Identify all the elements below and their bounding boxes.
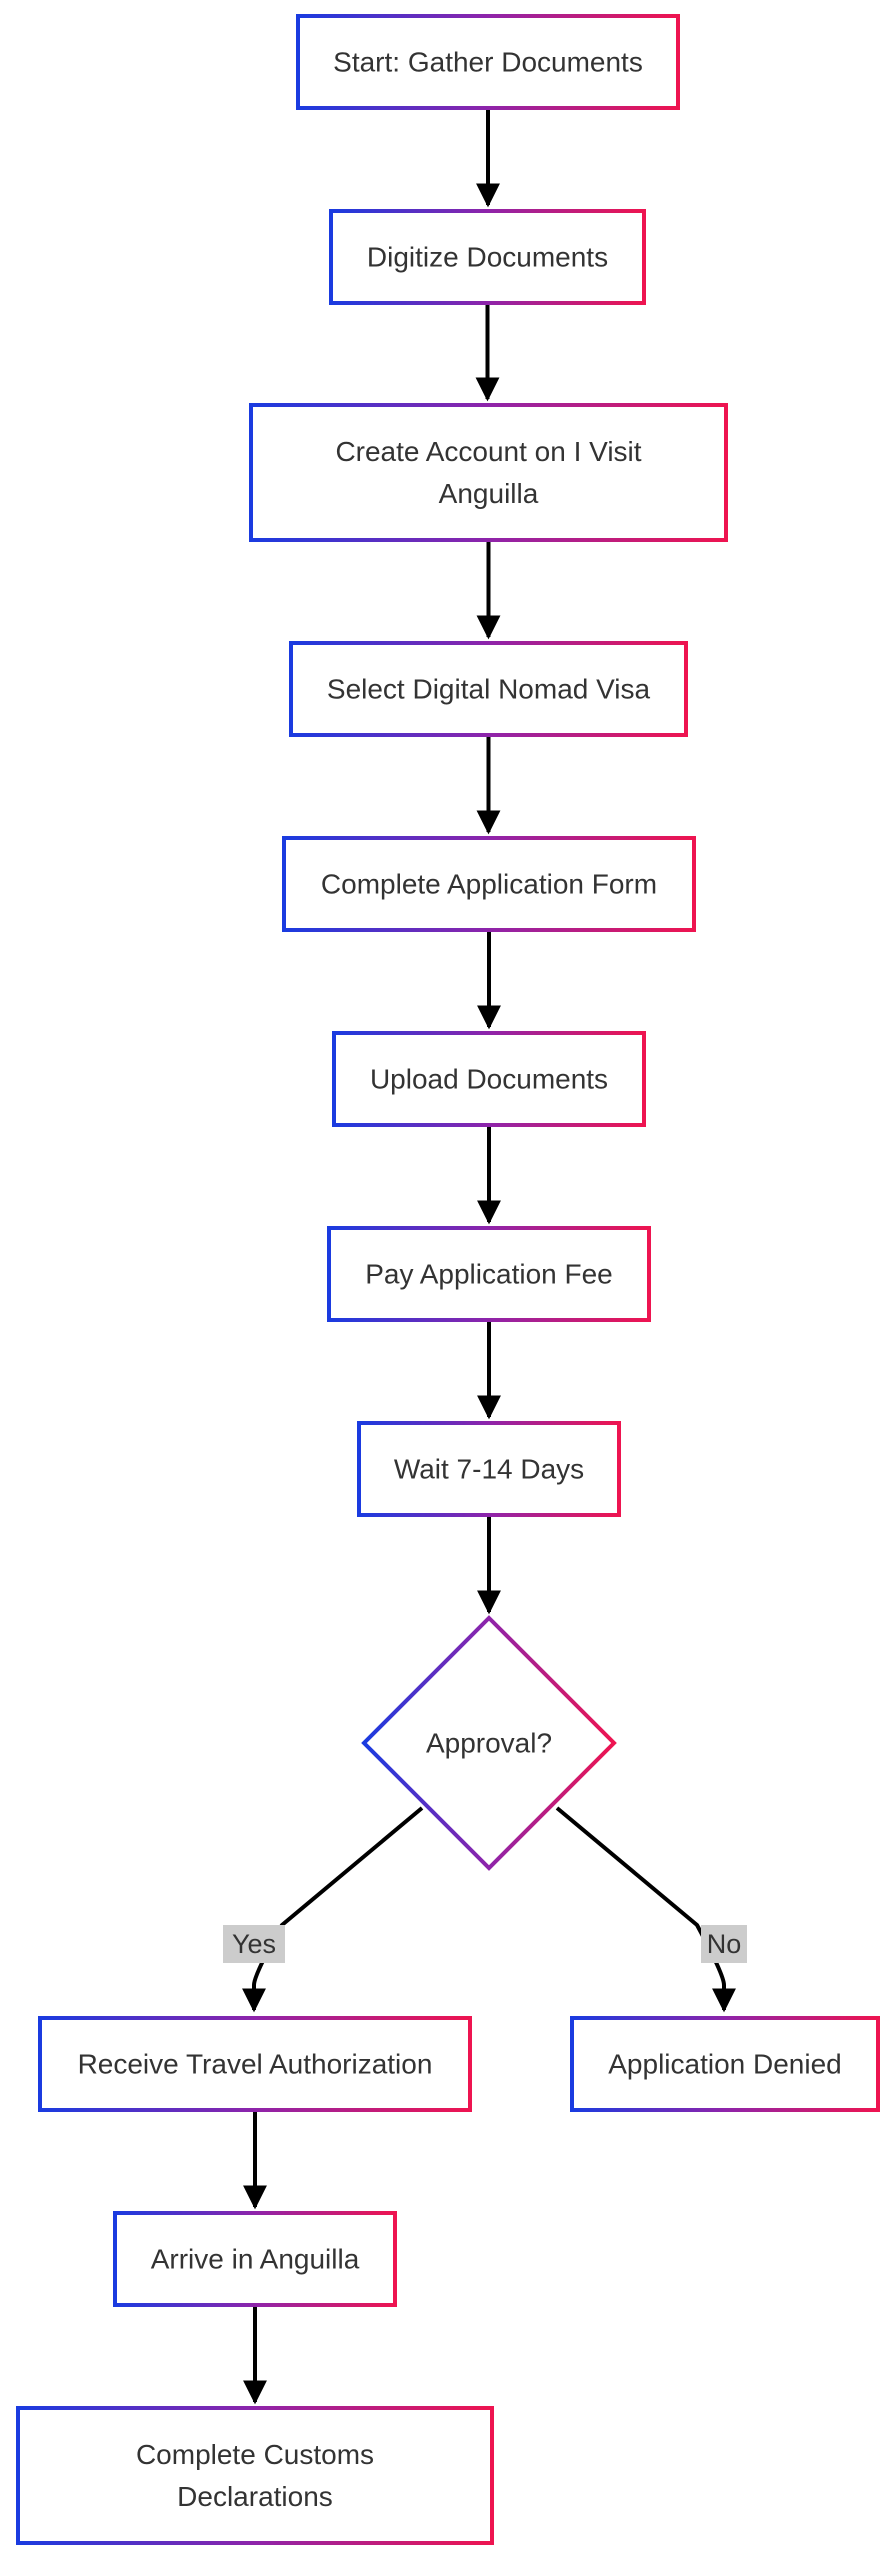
edge-approval-to-receive — [242, 1806, 424, 2013]
node-denied-box — [570, 2016, 880, 2112]
edge-label-text-yes: Yes — [232, 1929, 276, 1959]
node-account-box — [249, 403, 728, 542]
node-denied: Application Denied — [570, 2016, 880, 2112]
edge-approval-to-denied — [555, 1806, 736, 2013]
node-approval-diamond — [361, 1615, 617, 1871]
node-receive-label-line-1: Receive Travel Authorization — [78, 2049, 433, 2080]
node-visa-label-line-1: Select Digital Nomad Visa — [327, 674, 651, 705]
node-denied-label-line-1: Application Denied — [608, 2049, 842, 2080]
node-account-label-line-1: Create Account on I Visit — [335, 436, 641, 467]
edge-label-text-no: No — [707, 1929, 742, 1959]
node-upload-box — [332, 1031, 646, 1127]
node-digitize-label-line-1: Digitize Documents — [367, 242, 608, 273]
node-upload-label-line-1: Upload Documents — [370, 1064, 608, 1095]
node-account-label-line-2: Anguilla — [439, 478, 539, 509]
node-start: Start: Gather Documents — [296, 14, 680, 110]
node-form-label-line-1: Complete Application Form — [321, 869, 657, 900]
node-receive: Receive Travel Authorization — [38, 2016, 472, 2112]
node-form: Complete Application Form — [282, 836, 696, 932]
node-digitize: Digitize Documents — [329, 209, 646, 305]
node-visa: Select Digital Nomad Visa — [289, 641, 688, 737]
node-approval-label-line-1: Approval? — [426, 1728, 552, 1759]
node-wait-label-line-1: Wait 7-14 Days — [394, 1454, 584, 1485]
node-fee: Pay Application Fee — [327, 1226, 651, 1322]
edge-label-yes: Yes — [223, 1925, 285, 1963]
node-fee-box — [327, 1226, 651, 1322]
node-customs-label-line-2: Declarations — [177, 2481, 333, 2512]
node-upload: Upload Documents — [332, 1031, 646, 1127]
node-wait-box — [357, 1421, 621, 1517]
edge-label-bg-no — [701, 1925, 747, 1963]
node-customs-label-line-1: Complete Customs — [136, 2439, 374, 2470]
edge-label-no: No — [701, 1925, 747, 1963]
node-arrive-box — [113, 2211, 397, 2307]
node-customs-box — [16, 2406, 494, 2545]
node-wait: Wait 7-14 Days — [357, 1421, 621, 1517]
node-form-box — [282, 836, 696, 932]
edges-layer — [242, 110, 736, 2405]
node-receive-box — [38, 2016, 472, 2112]
node-approval: Approval? — [361, 1615, 617, 1871]
node-start-box — [296, 14, 680, 110]
edge-labels-layer: Yes No — [223, 1925, 747, 1963]
node-visa-box — [289, 641, 688, 737]
node-digitize-box — [329, 209, 646, 305]
node-arrive: Arrive in Anguilla — [113, 2211, 397, 2307]
node-fee-label-line-1: Pay Application Fee — [365, 1259, 613, 1290]
node-start-label-line-1: Start: Gather Documents — [333, 47, 643, 78]
edge-label-bg-yes — [223, 1925, 285, 1963]
node-arrive-label-line-1: Arrive in Anguilla — [151, 2244, 360, 2275]
